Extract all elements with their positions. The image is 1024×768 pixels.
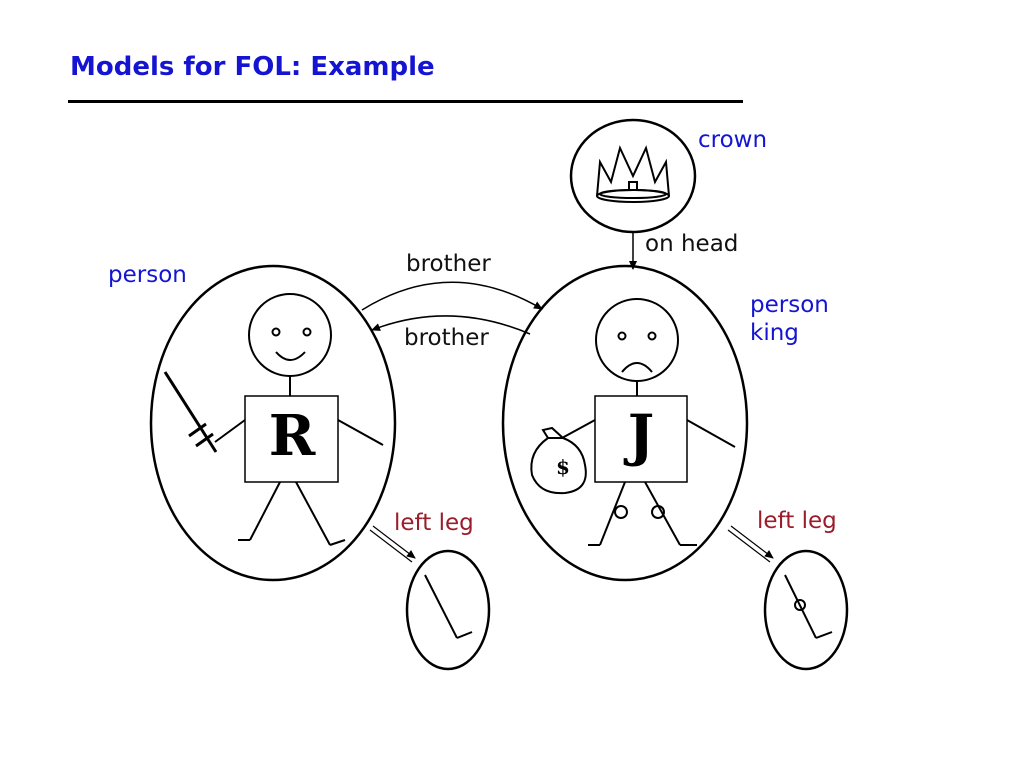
left-leg-label-j: left leg [757,508,837,534]
right-person-label: person [750,292,829,318]
brother-arrow-bottom [371,315,531,335]
left-leg-label-r: left leg [394,510,474,536]
left-leg-arrow-r [369,525,416,563]
brother-label-bottom: brother [404,325,489,351]
left-leg-node-j [763,549,849,671]
title-divider [68,100,743,103]
brother-label-top: brother [406,251,491,277]
crown-label: crown [698,127,767,153]
on-head-label: on head [645,231,738,257]
left-person-label: person [108,262,187,288]
brother-arrow-top [361,281,543,311]
slide-title: Models for FOL: Example [70,52,435,82]
left-leg-node-r [405,549,491,671]
person-r-node: R [149,264,397,582]
figure-letter-j: J [623,403,655,469]
right-king-label: king [750,320,799,346]
crown-icon [596,145,670,203]
left-leg-arrow-j [727,525,774,563]
money-bag-icon [530,426,587,495]
leg-icon [424,574,473,639]
person-r-figure [214,293,384,546]
sad-face-icon [595,298,679,382]
figure-letter-r: R [269,403,316,469]
person-j-node: $ J [501,264,749,582]
sword-icon [163,371,218,453]
happy-face-icon [248,293,332,377]
person-j-figure [561,298,736,546]
leg-icon [784,574,833,639]
money-bag-symbol: $ [556,455,570,479]
crown-node [569,118,697,234]
